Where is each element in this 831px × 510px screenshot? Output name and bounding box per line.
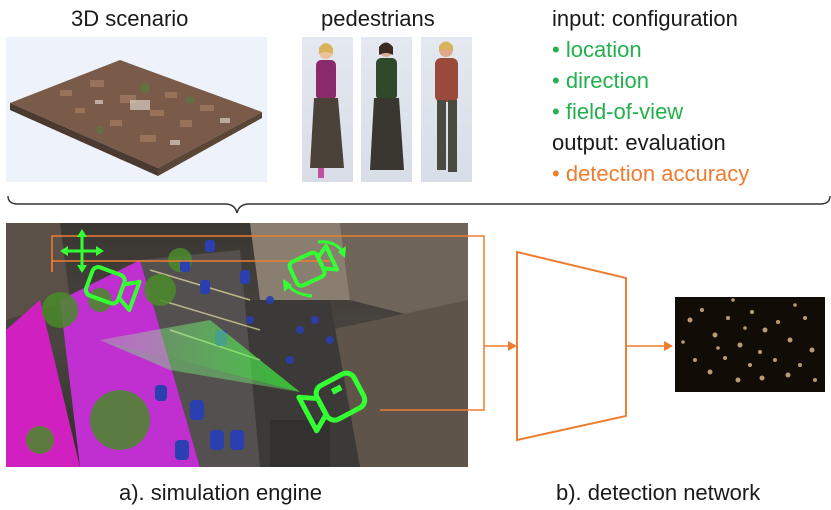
input-item-label: location	[565, 37, 642, 62]
density-map	[675, 297, 825, 392]
network-caption: b). detection network	[556, 480, 761, 505]
scenario-thumbnail	[6, 37, 267, 182]
input-item-location: • location	[552, 37, 642, 62]
io-panel: input: configuration • location • direct…	[552, 6, 749, 192]
input-heading: input: configuration	[552, 6, 738, 31]
scenario-label: 3D scenario	[71, 6, 189, 31]
pedestrian-panels	[302, 37, 472, 182]
fov-cone-lower	[100, 340, 300, 392]
pedestrians-label: pedestrians	[321, 6, 435, 31]
input-item-label: direction	[565, 68, 649, 93]
rotate-camera-icon	[283, 240, 346, 298]
fov-camera-icon	[296, 370, 368, 434]
fov-cone	[100, 320, 300, 392]
output-item-label: detection accuracy	[565, 161, 750, 186]
detection-network-block	[516, 250, 627, 442]
arrowhead-output	[664, 341, 673, 351]
input-item-fov: • field-of-view	[552, 99, 684, 124]
move-arrows-icon	[60, 229, 104, 273]
arrowhead-network	[508, 341, 517, 351]
camera-icon	[83, 265, 142, 312]
simulation-scene	[6, 223, 468, 467]
group-brace	[7, 195, 831, 214]
output-item-accuracy: • detection accuracy	[552, 161, 750, 186]
output-heading: output: evaluation	[552, 130, 726, 155]
input-item-direction: • direction	[552, 68, 649, 93]
input-item-label: field-of-view	[565, 99, 684, 124]
engine-caption: a). simulation engine	[119, 480, 323, 505]
